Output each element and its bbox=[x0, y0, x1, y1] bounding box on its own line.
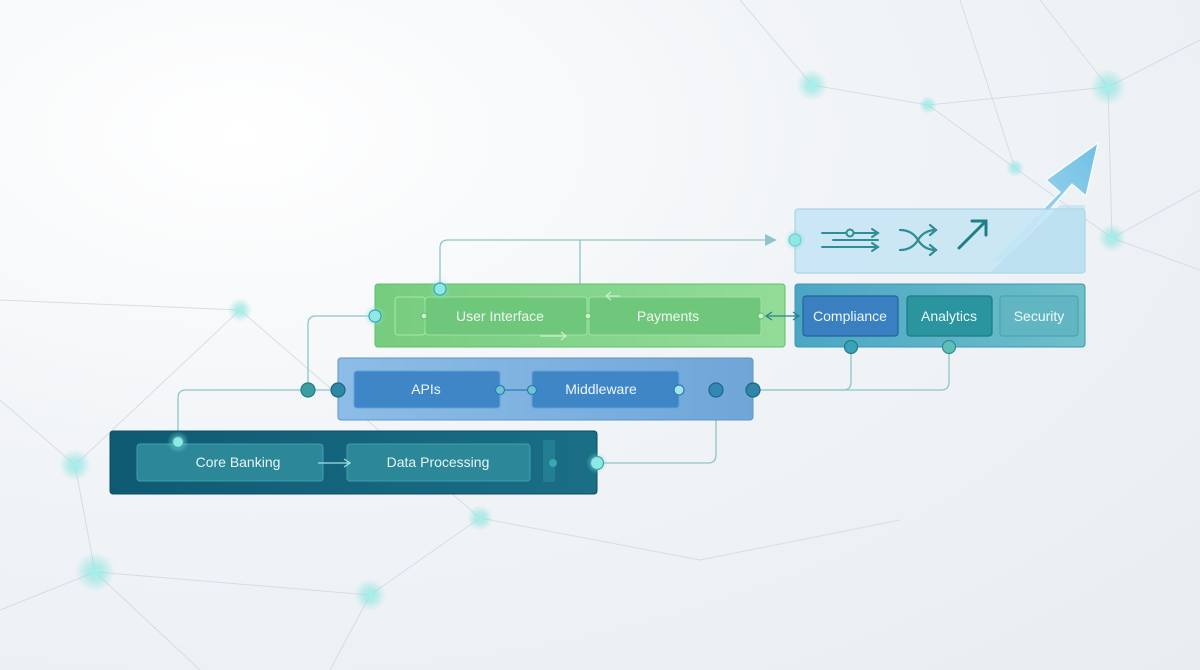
payments-compliance-link bbox=[764, 311, 801, 321]
module-core-banking-label: Core Banking bbox=[196, 454, 281, 470]
module-core-banking[interactable]: Core Banking bbox=[136, 443, 324, 482]
sliders-flow-icon bbox=[821, 228, 880, 252]
module-compliance[interactable]: Compliance bbox=[802, 295, 899, 337]
outcome-panel bbox=[794, 205, 1086, 274]
background-glow-nodes bbox=[59, 69, 1126, 611]
module-compliance-label: Compliance bbox=[813, 308, 887, 324]
module-analytics[interactable]: Analytics bbox=[906, 295, 993, 337]
core-link-arrow bbox=[318, 458, 352, 468]
connector-nodes bbox=[167, 229, 957, 474]
module-apis-label: APIs bbox=[411, 381, 441, 397]
trend-up-arrow-icon bbox=[957, 219, 988, 250]
module-apis[interactable]: APIs bbox=[353, 370, 501, 409]
module-middleware[interactable]: Middleware bbox=[531, 370, 680, 409]
module-middleware-label: Middleware bbox=[565, 381, 637, 397]
module-security-label: Security bbox=[1014, 308, 1065, 324]
shuffle-icon bbox=[898, 223, 938, 257]
module-payments[interactable]: Payments bbox=[588, 296, 762, 336]
module-data-processing[interactable]: Data Processing bbox=[346, 443, 531, 482]
module-user-interface[interactable]: User Interface bbox=[424, 296, 588, 336]
module-data-processing-label: Data Processing bbox=[387, 454, 490, 470]
module-security[interactable]: Security bbox=[999, 295, 1079, 337]
experience-flow-arrows bbox=[540, 291, 620, 341]
outcome-link-arrowhead bbox=[765, 234, 777, 246]
module-analytics-label: Analytics bbox=[921, 308, 977, 324]
module-user-interface-label: User Interface bbox=[456, 308, 544, 324]
module-payments-label: Payments bbox=[637, 308, 699, 324]
connectors bbox=[177, 239, 950, 464]
